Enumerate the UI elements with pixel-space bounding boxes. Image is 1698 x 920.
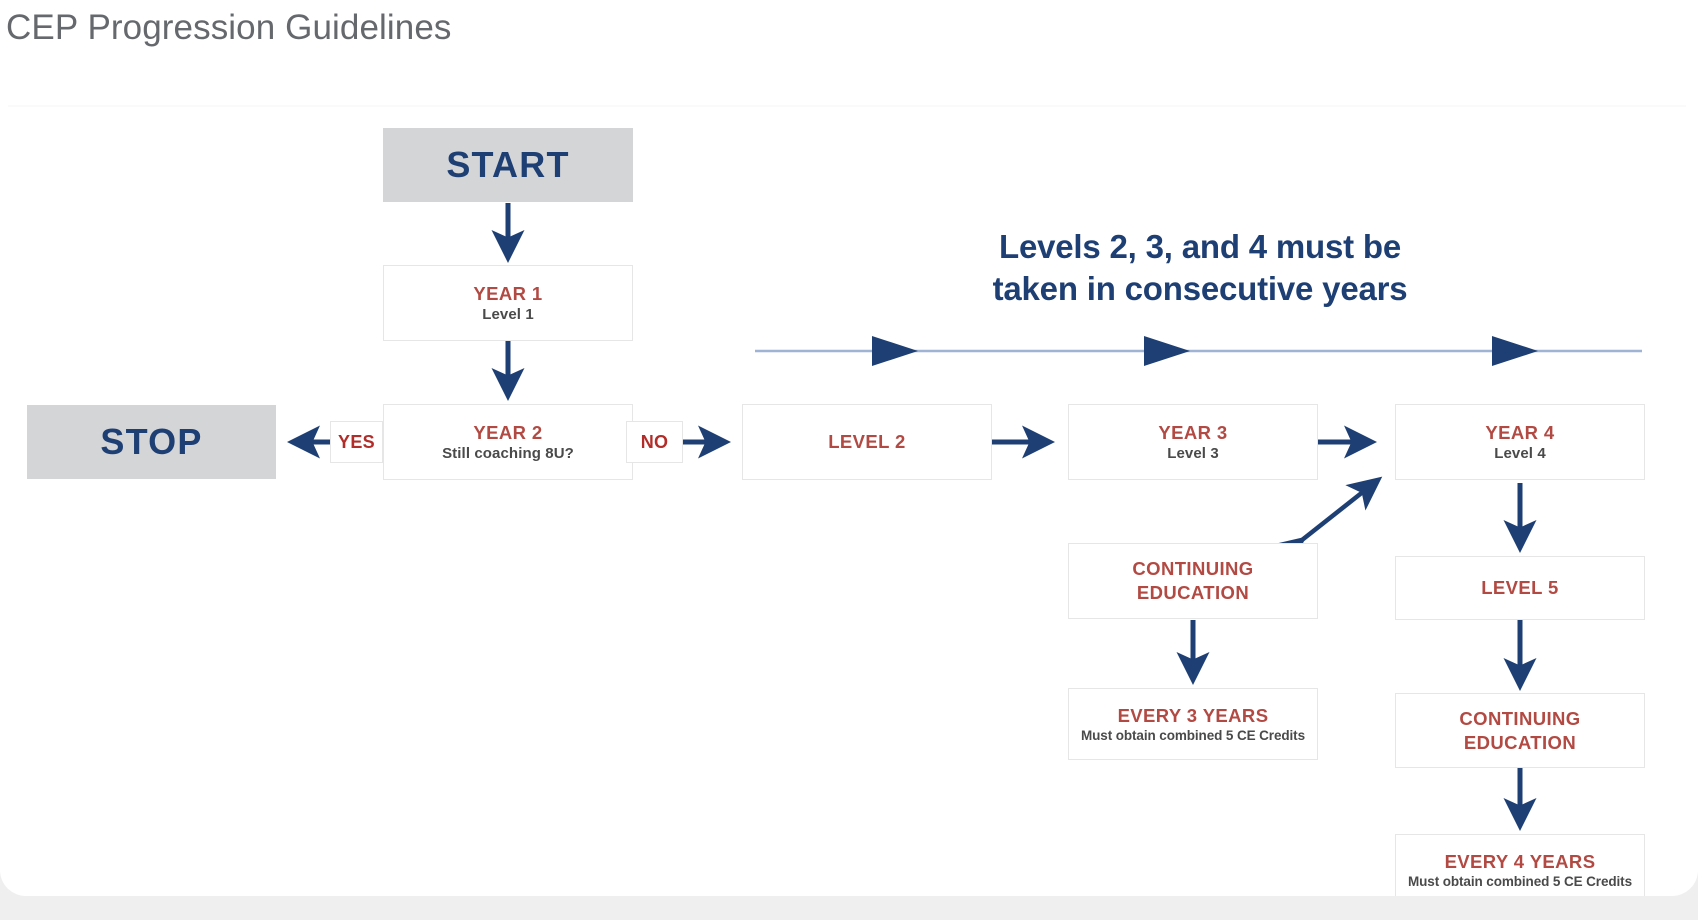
node-year1-title: YEAR 1 <box>473 282 543 304</box>
node-year2-title: YEAR 2 <box>473 421 543 443</box>
timeline-arrowhead-3 <box>1492 336 1538 366</box>
flowchart-canvas: Levels 2, 3, and 4 must be taken in cons… <box>0 108 1698 896</box>
timeline-arrowhead-2 <box>1144 336 1190 366</box>
node-continuing-education-mid[interactable]: CONTINUING EDUCATION <box>1068 543 1318 619</box>
content-card: CEP Progression Guidelines <box>0 0 1698 896</box>
node-level5[interactable]: LEVEL 5 <box>1395 556 1645 620</box>
node-stop[interactable]: STOP <box>27 405 276 479</box>
yes-text: YES <box>338 431 375 452</box>
every3-title: EVERY 3 YEARS <box>1117 704 1269 726</box>
timeline-arrowhead-1 <box>872 336 918 366</box>
ce-mid-line2: EDUCATION <box>1136 582 1250 603</box>
node-every-4-years[interactable]: EVERY 4 YEARS Must obtain combined 5 CE … <box>1395 834 1645 896</box>
node-level2-label: LEVEL 2 <box>828 431 906 453</box>
ce-right-line1: CONTINUING <box>1459 707 1581 729</box>
node-stop-label: STOP <box>100 421 203 463</box>
node-year2-sub: Still coaching 8U? <box>442 445 574 462</box>
every3-sub: Must obtain combined 5 CE Credits <box>1081 727 1305 743</box>
node-year3-sub: Level 3 <box>1167 445 1219 462</box>
node-year1[interactable]: YEAR 1 Level 1 <box>383 265 633 341</box>
title-divider <box>8 105 1686 107</box>
node-year4-title: YEAR 4 <box>1485 421 1555 443</box>
node-start-label: START <box>446 144 570 186</box>
ce-right-line2: EDUCATION <box>1463 731 1577 753</box>
page-title: CEP Progression Guidelines <box>6 8 452 47</box>
edge-cemid-year4-double <box>1269 476 1383 571</box>
every4-sub: Must obtain combined 5 CE Credits <box>1408 873 1632 889</box>
ce-mid-line1: CONTINUING <box>1132 558 1254 580</box>
every4-title: EVERY 4 YEARS <box>1444 850 1596 872</box>
consecutive-years-headline: Levels 2, 3, and 4 must be taken in cons… <box>992 228 1408 308</box>
node-year4[interactable]: YEAR 4 Level 4 <box>1395 404 1645 480</box>
node-year3-title: YEAR 3 <box>1158 421 1228 443</box>
node-year3[interactable]: YEAR 3 Level 3 <box>1068 404 1318 480</box>
node-continuing-education-right[interactable]: CONTINUING EDUCATION <box>1395 693 1645 768</box>
node-no-label[interactable]: NO <box>626 421 683 463</box>
node-yes-label[interactable]: YES <box>330 421 383 463</box>
node-start[interactable]: START <box>383 128 633 202</box>
node-level5-label: LEVEL 5 <box>1481 577 1559 599</box>
node-year1-sub: Level 1 <box>482 306 534 323</box>
node-level2[interactable]: LEVEL 2 <box>742 404 992 480</box>
no-text: NO <box>640 431 669 452</box>
node-year2[interactable]: YEAR 2 Still coaching 8U? <box>383 404 633 480</box>
node-every-3-years[interactable]: EVERY 3 YEARS Must obtain combined 5 CE … <box>1068 688 1318 760</box>
node-year4-sub: Level 4 <box>1494 445 1546 462</box>
